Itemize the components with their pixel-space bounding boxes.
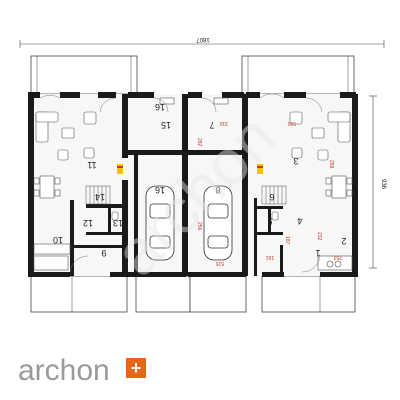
chimney-markers xyxy=(117,164,263,174)
room-numbers: 11 12 13 14 10 9 15 16 16 7 8 3 6 4 5 2 … xyxy=(53,102,347,258)
room-11-label: 11 xyxy=(87,160,96,170)
garage-cars xyxy=(145,185,233,261)
room-8-label: 8 xyxy=(215,185,220,195)
front-terraces xyxy=(30,275,356,313)
staircases xyxy=(85,185,287,205)
dim-515: 515 xyxy=(215,260,224,266)
rear-terraces xyxy=(30,55,355,95)
room-13-label: 13 xyxy=(113,218,123,228)
overall-width-label: 1807 xyxy=(196,36,210,42)
walls xyxy=(28,92,358,277)
room-15-label: 15 xyxy=(161,120,171,130)
room-7-label: 7 xyxy=(209,120,214,130)
room-2-label: 2 xyxy=(341,236,346,246)
dim-310: 310 xyxy=(219,120,228,126)
overall-depth-label: 936 xyxy=(380,179,386,190)
brand-logo: archon + xyxy=(18,354,146,387)
room-3-label: 3 xyxy=(293,156,298,166)
room-5-label: 5 xyxy=(267,216,272,226)
room-16-garage-label: 16 xyxy=(155,185,165,195)
dim-258: 258 xyxy=(328,160,334,169)
dim-161: 161 xyxy=(265,254,274,260)
furniture xyxy=(33,97,353,271)
logo-plus-box xyxy=(126,358,146,378)
dim-500: 500 xyxy=(287,120,296,126)
interior-dimensions: 500 310 282 258 232 515 256 253 187 161 xyxy=(196,120,342,266)
room-6-label: 6 xyxy=(269,192,274,202)
overall-depth-dimension: 936 xyxy=(369,95,386,269)
logo-plus-icon: + xyxy=(131,358,142,378)
overall-width-dimension: 1807 xyxy=(19,36,385,48)
dim-187: 187 xyxy=(284,236,290,245)
door-swings xyxy=(39,93,323,273)
room-14-label: 14 xyxy=(95,192,105,202)
room-1-label: 1 xyxy=(315,248,320,258)
room-9-label: 9 xyxy=(101,248,106,258)
dim-256: 256 xyxy=(196,222,202,231)
brand-name: archon xyxy=(18,354,110,387)
room-10-label: 10 xyxy=(53,235,63,245)
room-12-label: 12 xyxy=(83,218,93,228)
dim-282: 282 xyxy=(196,138,202,147)
dim-253: 253 xyxy=(333,254,342,260)
room-16-top-label: 16 xyxy=(155,102,165,112)
room-4-label: 4 xyxy=(297,216,302,226)
dim-232: 232 xyxy=(316,232,322,241)
